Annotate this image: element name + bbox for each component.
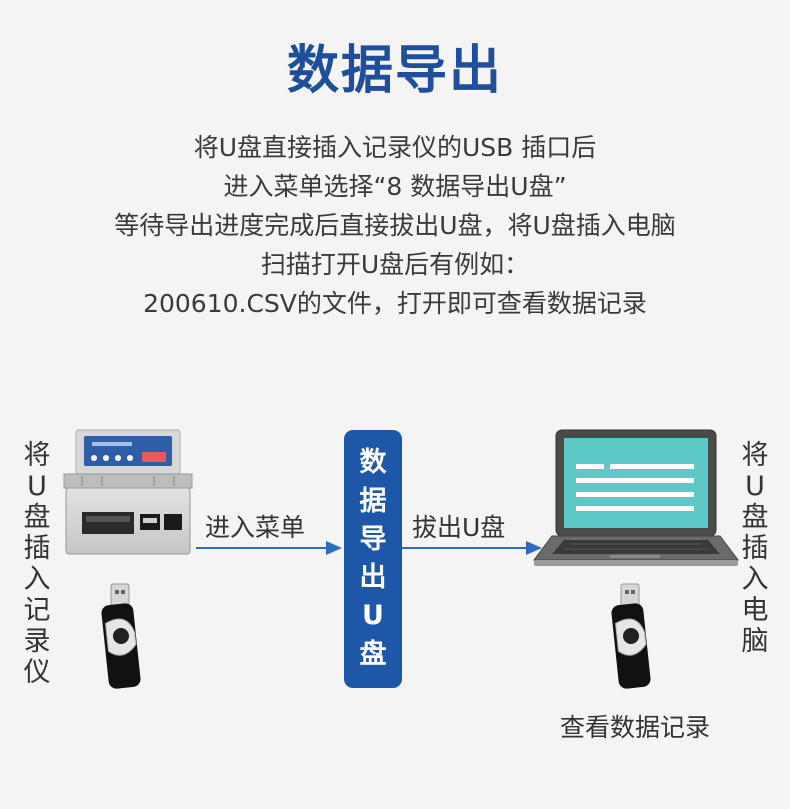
recorder-device-icon	[63, 429, 193, 555]
page-title: 数据导出	[286, 41, 503, 101]
description: 将U盘直接插入记录仪的USB 插口后 进入菜单选择“8 数据导出U盘” 等待导出…	[0, 128, 790, 323]
arrow-label-menu: 进入菜单	[205, 513, 306, 542]
view-records-caption: 查看数据记录	[560, 713, 711, 742]
box-char: 出	[359, 562, 387, 594]
description-line: 进入菜单选择“8 数据导出U盘”	[223, 172, 567, 201]
left-vertical-label: 将U盘插入记录仪	[23, 440, 51, 688]
description-line: 等待导出进度完成后直接拔出U盘，将U盘插入电脑	[114, 211, 676, 240]
description-line: 扫描打开U盘后有例如：	[260, 250, 530, 279]
description-line: 200610.CSV的文件，打开即可查看数据记录	[143, 289, 647, 318]
usb-stick-icon	[101, 583, 141, 689]
arrow-to-laptop-icon	[402, 541, 542, 555]
right-vertical-label: 将U盘插入电脑	[741, 440, 769, 657]
box-char: 据	[359, 485, 387, 517]
arrow-to-center-icon	[196, 541, 342, 555]
box-char: 盘	[359, 638, 387, 670]
usb-stick-icon	[611, 583, 651, 689]
arrow-label-unplug: 拔出U盘	[412, 513, 506, 542]
box-char: 数	[359, 447, 387, 479]
box-char: U	[362, 600, 384, 632]
export-usb-box: 数 据 导 出 U 盘	[344, 430, 402, 688]
description-line: 将U盘直接插入记录仪的USB 插口后	[193, 133, 597, 162]
box-char: 导	[359, 523, 387, 555]
laptop-icon	[533, 429, 739, 566]
